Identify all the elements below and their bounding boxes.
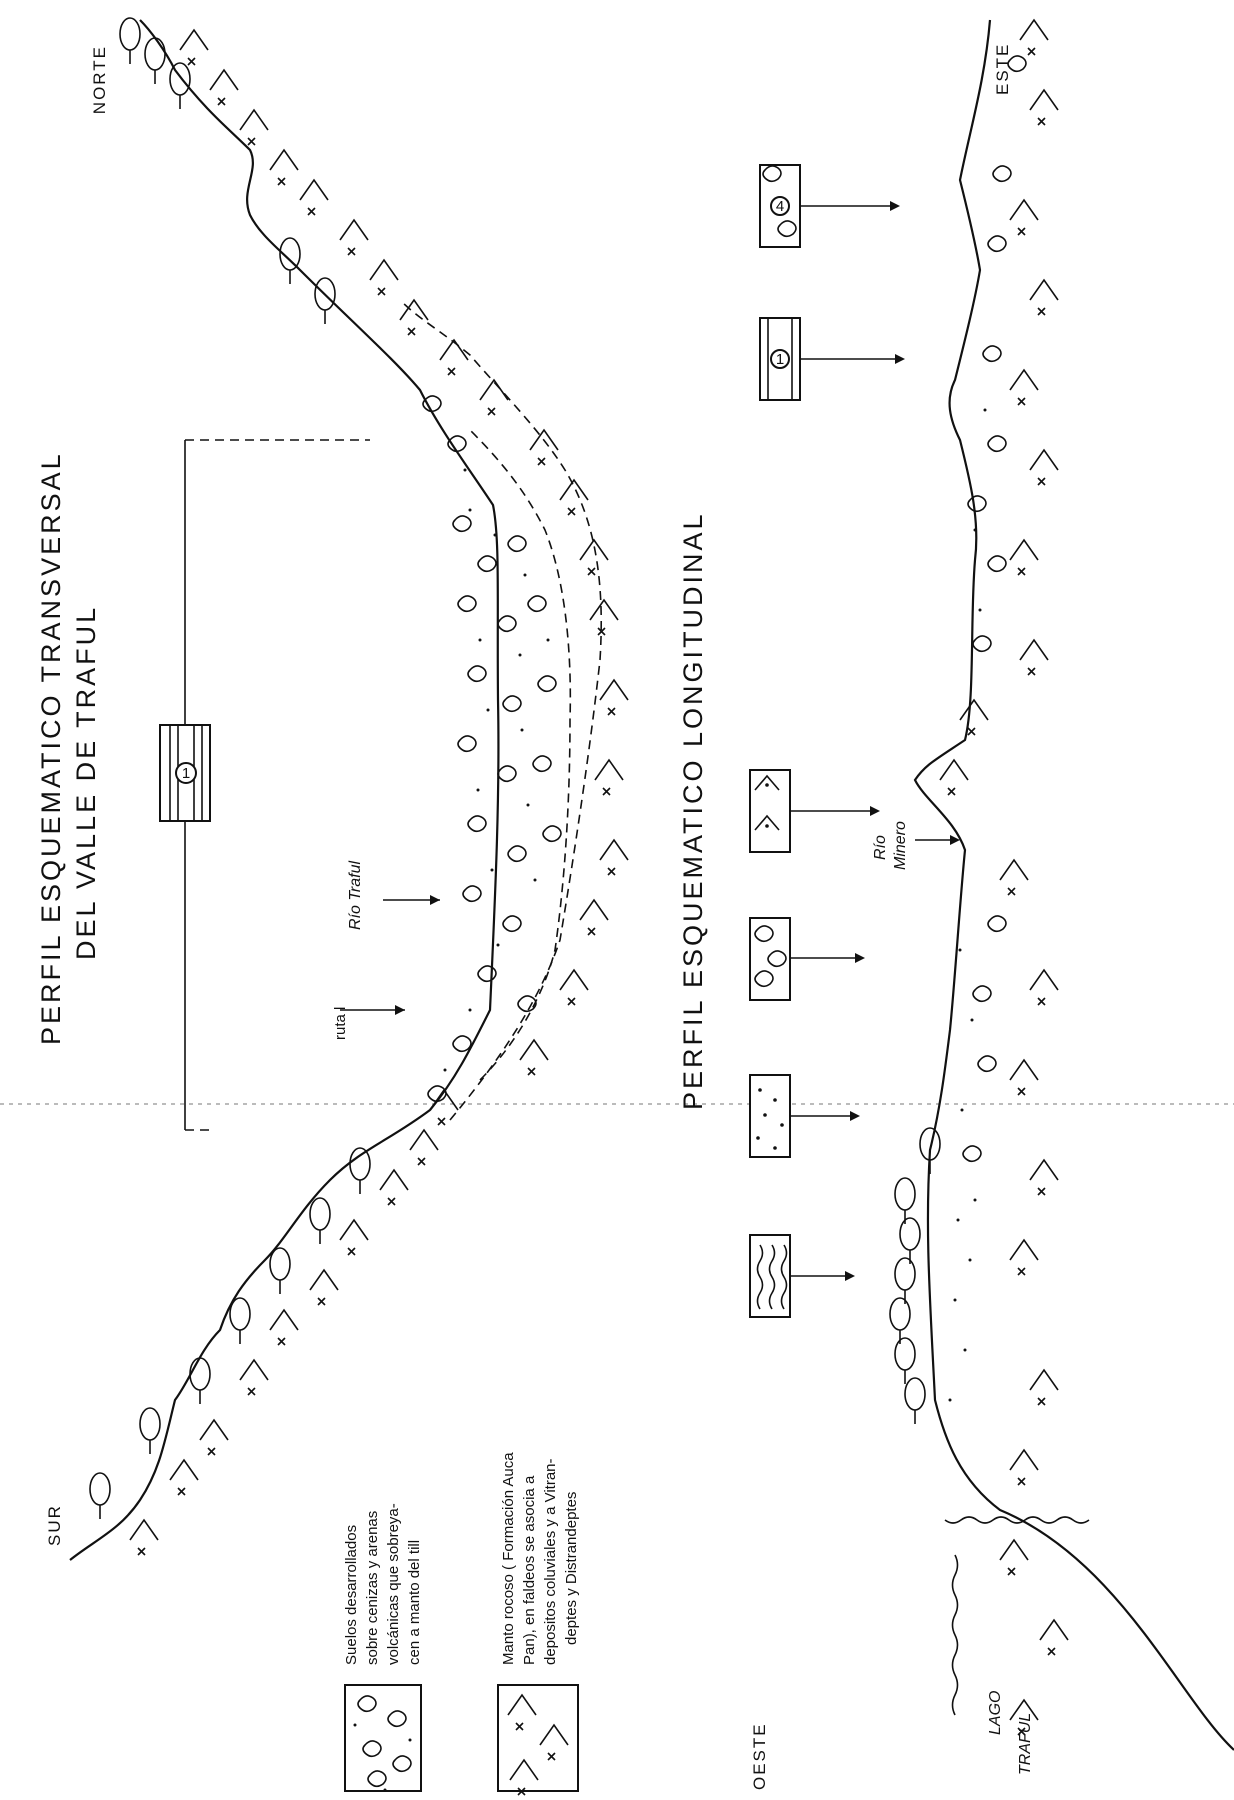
rio-traful-label: Río Traful bbox=[347, 861, 364, 931]
legend-text-manto: Manto rocoso ( Formación Auca Pan), en f… bbox=[500, 1452, 580, 1665]
legend-swatch-suelos bbox=[345, 1685, 421, 1792]
norte-label: NORTE bbox=[90, 45, 109, 114]
symbol-1-label-long: 1 bbox=[776, 351, 784, 368]
legend: Suelos desarrollados sobre cenizas y are… bbox=[343, 1452, 580, 1795]
tree-icon bbox=[310, 1198, 330, 1244]
tree-icon bbox=[145, 38, 165, 84]
rio-minero-label-2: Minero bbox=[892, 821, 909, 870]
transversal-title-line2: DEL VALLE DE TRAFUL bbox=[71, 605, 101, 960]
till-base-dashed-line bbox=[400, 300, 601, 1120]
bedrock-symbols-longitudinal bbox=[940, 20, 1068, 1735]
longitudinal-title: PERFIL ESQUEMATICO LONGITUDINAL bbox=[678, 511, 708, 1110]
symbol-1-label: 1 bbox=[182, 765, 190, 782]
symbol-bedrock-pattern bbox=[750, 770, 880, 852]
transversal-ground-line bbox=[70, 20, 498, 1560]
tree-icon bbox=[270, 1248, 290, 1294]
symbol-till-pattern bbox=[750, 918, 865, 1000]
transversal-title-line1: PERFIL ESQUEMATICO TRANSVERSAL bbox=[36, 451, 66, 1045]
symbol-wave-pattern bbox=[750, 1235, 855, 1317]
legend-manto-line3: depositos coluviales y a Vitran- bbox=[542, 1458, 559, 1665]
tree-icon bbox=[230, 1298, 250, 1344]
soil-symbol-1-transversal: 1 bbox=[160, 725, 210, 821]
longitudinal-profile: 1 4 bbox=[750, 20, 1234, 1790]
till-inner-dashed-line bbox=[470, 430, 570, 1080]
transversal-profile: 1 Río Traful ruta l NORTE SUR bbox=[45, 18, 628, 1560]
lago-label-2: TRAFUL bbox=[1017, 1713, 1034, 1775]
lago-label-1: LAGO bbox=[987, 1691, 1004, 1735]
sand-stipple-longitudinal bbox=[949, 409, 987, 1402]
soil-symbol-4: 4 bbox=[760, 165, 900, 247]
lake-surface bbox=[953, 1555, 958, 1715]
ruta-label: ruta l bbox=[332, 1007, 349, 1040]
rio-minero-label-1: Río bbox=[872, 835, 889, 860]
legend-text-suelos: Suelos desarrollados sobre cenizas y are… bbox=[343, 1503, 423, 1665]
legend-suelos-line4: cen a manto del till bbox=[406, 1540, 423, 1665]
tree-icon bbox=[900, 1218, 920, 1264]
tree-icon bbox=[140, 1408, 160, 1454]
symbol-4-label: 4 bbox=[776, 198, 784, 215]
arrow-rio-minero bbox=[915, 835, 960, 845]
tree-icon bbox=[895, 1258, 915, 1304]
legend-suelos-line3: volcánicas que sobreya- bbox=[385, 1503, 402, 1665]
tree-icon bbox=[895, 1178, 915, 1224]
tree-icon bbox=[890, 1298, 910, 1344]
tree-icon bbox=[120, 18, 140, 64]
tree-icon bbox=[905, 1378, 925, 1424]
legend-suelos-line2: sobre cenizas y arenas bbox=[364, 1511, 381, 1665]
oeste-label: OESTE bbox=[750, 1722, 769, 1790]
legend-manto-line1: Manto rocoso ( Formación Auca bbox=[500, 1452, 517, 1665]
soil-symbol-1-longitudinal: 1 bbox=[760, 318, 905, 400]
tree-icon bbox=[895, 1338, 915, 1384]
legend-manto-line4: deptes y Distrandeptes bbox=[563, 1492, 580, 1645]
legend-manto-line2: Pan), en faldeos se asocia a bbox=[521, 1475, 538, 1665]
este-label: ESTE bbox=[993, 43, 1012, 95]
legend-suelos-line1: Suelos desarrollados bbox=[343, 1525, 360, 1665]
arrow-ruta bbox=[340, 1005, 405, 1015]
trees-transversal bbox=[90, 18, 370, 1519]
tree-icon bbox=[90, 1473, 110, 1519]
symbol-sand-dot-pattern bbox=[750, 1075, 860, 1157]
legend-swatch-manto bbox=[498, 1685, 578, 1795]
trees-longitudinal bbox=[890, 1128, 940, 1424]
sur-label: SUR bbox=[45, 1504, 64, 1546]
arrow-rio-traful bbox=[383, 895, 440, 905]
tree-icon bbox=[190, 1358, 210, 1404]
longitudinal-ground-line bbox=[915, 20, 1234, 1750]
